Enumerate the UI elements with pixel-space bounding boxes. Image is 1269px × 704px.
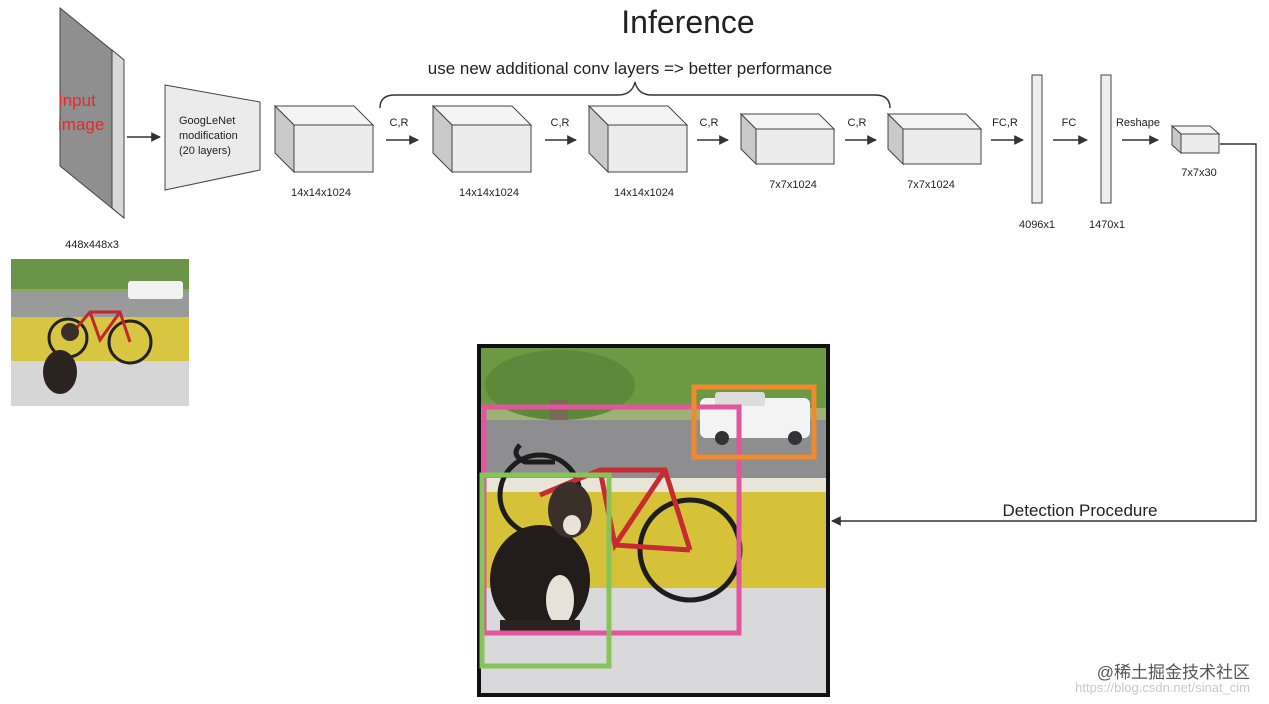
op-label-1: C,R: [390, 117, 409, 129]
detection-procedure-label: Detection Procedure: [1003, 501, 1158, 520]
conv-block-5-dims: 7x7x1024: [907, 179, 955, 191]
googlenet-line2: modification: [179, 130, 238, 142]
input-label-line2: image: [58, 115, 104, 134]
detection-result-photo: [477, 344, 830, 697]
op-label-7: Reshape: [1116, 117, 1160, 129]
conv-block-3-dims: 14x14x1024: [614, 187, 674, 199]
op-label-5: FC,R: [992, 117, 1018, 129]
conv-block-1-dims: 14x14x1024: [291, 187, 351, 199]
googlenet-line1: GoogLeNet: [179, 115, 235, 127]
bbox-car: [691, 384, 817, 460]
conv-block-1: [273, 104, 375, 174]
conv-block-2: [431, 104, 533, 174]
conv-block-2-dims: 14x14x1024: [459, 187, 519, 199]
fc-layer-2: [1100, 74, 1112, 204]
op-label-2: C,R: [551, 117, 570, 129]
bbox-dog: [479, 472, 612, 669]
detection-connector: [831, 143, 1257, 526]
conv-block-4-dims: 7x7x1024: [769, 179, 817, 191]
conv-block-5: [886, 112, 983, 166]
googlenet-module: GoogLeNet modification (20 layers): [164, 84, 261, 191]
conv-block-3: [587, 104, 689, 174]
fc-layer-2-dims: 1470x1: [1089, 219, 1125, 231]
fc-layer-1-dims: 4096x1: [1019, 219, 1055, 231]
input-image-slab: Input image: [58, 6, 125, 220]
googlenet-line3: (20 layers): [179, 145, 231, 157]
input-label-line1: Input: [58, 91, 96, 110]
conv-layers-brace: [379, 81, 891, 109]
fc-layer-1: [1031, 74, 1043, 204]
watermark-text: @稀土掘金技术社区: [1097, 663, 1250, 682]
output-dims-label: 7x7x30: [1181, 167, 1216, 179]
op-label-3: C,R: [700, 117, 719, 129]
conv-block-4: [739, 112, 836, 166]
output-tensor-cube: [1170, 124, 1221, 155]
watermark-url: https://blog.csdn.net/sinat_cim: [1075, 680, 1250, 695]
diagram-subtitle: use new additional conv layers => better…: [428, 59, 832, 78]
diagram-title: Inference: [621, 4, 754, 40]
op-label-6: FC: [1062, 117, 1077, 129]
input-photo-thumbnail: [11, 259, 189, 406]
input-dims-label: 448x448x3: [65, 239, 119, 251]
op-label-4: C,R: [848, 117, 867, 129]
